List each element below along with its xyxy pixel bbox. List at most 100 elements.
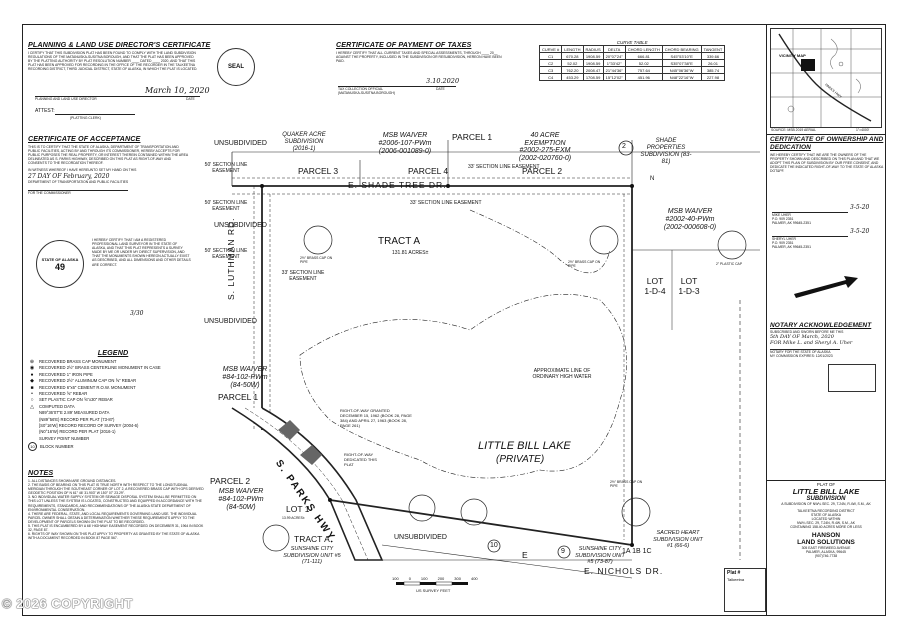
msb-waiver-4: MSB WAIVER #84-102-PWm (84-50W)	[200, 488, 282, 512]
firm-addr: 305 EAST FIREWEED AVENUE	[801, 545, 851, 550]
director-date-label: DATE	[186, 97, 195, 101]
acceptance-cert-title: CERTIFICATE OF ACCEPTANCE	[28, 134, 141, 143]
vicinity-source: SOURCE: MSB 2019 AERIAL	[771, 128, 817, 132]
legend-text: RECOVERED ⅝" REBAR	[39, 391, 88, 397]
direction-arrow-icon	[794, 276, 858, 298]
legend-row: [S0°16'W] RECORD RECORD OF SURVEY (2004-…	[28, 423, 208, 429]
surveyor-date: 3/30	[130, 310, 144, 317]
monument-detail	[621, 497, 651, 527]
monument-detail	[717, 230, 747, 260]
tax-borough: (MATANUSKA-SUSITNA BOROUGH)	[338, 91, 395, 95]
monument-detail	[303, 225, 333, 255]
msb-waiver-3-a: MSB WAIVER	[222, 366, 268, 373]
block-circle	[487, 539, 501, 553]
acceptance-witness: IN WITNESS WHEREOF I HAVE HEREUNTO SET M…	[28, 168, 137, 173]
director-sign-line	[35, 96, 200, 97]
plat-number-label: Plat #	[727, 570, 741, 576]
firm-name-1: HANSON	[811, 531, 841, 539]
title-contains: CONTAINING 158.40 ACRES MORE OR LESS	[790, 525, 862, 530]
legend-row: ⊕RECOVERED BRASS CAP MONUMENT	[28, 359, 208, 365]
legend-text: SET PLASTIC CAP ON ⅝"x30" REBAR	[39, 397, 113, 403]
brass-cap-note: 2½" BRASS CAP ON PIPE	[568, 260, 601, 269]
ordinary-high-water-line	[299, 294, 627, 479]
legend-symbol: ■	[30, 384, 34, 391]
title-sec: NW¼ SEC. 29, T.24N, R.4W, S.M., AK	[797, 521, 855, 526]
legend-row: {N0°16'W} RECORD PER PLAT (2016-1)	[28, 429, 208, 435]
firm-phone: (907)746-7738	[814, 553, 838, 558]
seal-stamp: SEAL	[217, 48, 255, 86]
brass-cap-note: 2½" BRASS CAP ON PIPE	[610, 480, 643, 489]
shade-block-number: 2	[622, 143, 626, 150]
acceptance-certificate: CERTIFICATE OF ACCEPTANCE THIS IS TO CER…	[28, 134, 238, 195]
ownership-certificate: CERTIFICATE OF OWNERSHIP AND DEDICATION …	[770, 136, 884, 173]
owner2-addr: P.O. 909 2351	[772, 241, 794, 245]
copyright-watermark: © 2026 COPYRIGHT	[2, 596, 134, 611]
owner1-addr: P.O. 909 2351	[772, 217, 794, 221]
scale-tick: 200	[437, 576, 445, 581]
legend-symbol: •	[31, 391, 33, 398]
legend-symbol: ●	[30, 371, 34, 378]
curve-cell: 227.98	[700, 73, 726, 81]
msb-waiver-3: MSB WAIVER #84-102-PWm (84-50W)	[204, 366, 286, 390]
section-easement-33-b: 33' SECTION LINE EASEMENT	[410, 200, 482, 206]
ordinary-high-water-line	[469, 209, 611, 274]
notary-expires: MY COMMISSION EXPIRES: 12/01/2023	[770, 354, 833, 359]
parcel-1-left: PARCEL 1	[218, 392, 259, 402]
section-easement-50-b: 50' SECTION LINE EASEMENT	[204, 200, 248, 212]
parks-hwy-centerline	[244, 407, 369, 561]
sacred-heart-label: SACRED HEART SUBDIVISION UNIT #1 (66-6)	[653, 530, 703, 549]
clerk-label: (PLATTING CLERK)	[70, 116, 101, 120]
title-sub: SUBDIVISION	[806, 496, 846, 502]
note-item: 5. THIS PLAT IS ENCUMBERED BY A 66' HIGH…	[28, 524, 204, 533]
unsubdivided-label: UNSUBDIVIDED	[204, 318, 257, 325]
legend-text: RECOVERED 6"x6" CEMENT R.O.W. MONUMENT	[39, 384, 136, 390]
attest-line	[55, 114, 135, 115]
parcel-3-label: PARCEL 3	[298, 166, 339, 176]
lot-1-label: LOT 1	[286, 504, 310, 514]
scale-bar	[396, 581, 468, 586]
scale-tick: 100	[420, 576, 428, 581]
acceptance-cert-body: THIS IS TO CERTIFY THAT THE STATE OF ALA…	[28, 145, 188, 166]
notes: NOTES 1. ALL DISTANCES SHOWN ARE GROUND …	[28, 468, 204, 540]
note-item: 4. THERE ARE FEDERAL, STATE, AND LOCAL R…	[28, 511, 197, 524]
tax-certificate: CERTIFICATE OF PAYMENT OF TAXES I HEREBY…	[336, 40, 506, 63]
msb-waiver-4-c: (84-50W)	[226, 504, 256, 511]
monument-point	[260, 184, 264, 188]
attest-label: ATTEST:	[35, 108, 55, 114]
tax-sign-line	[338, 86, 456, 87]
msb-waiver-1-a: MSB WAIVER	[382, 132, 428, 139]
north-arrow-area	[794, 276, 858, 298]
owner1-name: MIKE UHER	[772, 213, 791, 217]
scale-label: US SURVEY FEET	[416, 588, 451, 593]
legend-row: ◆RECOVERED 2½" ALUMINUM CAP ON ⅝" REBAR	[28, 378, 208, 384]
scale-tick: 400	[470, 576, 478, 581]
curve-cell: 15°12'02"	[602, 73, 626, 81]
firm-name-2: LAND SOLUTIONS	[797, 538, 855, 546]
vicinity-map-label: VICINITY MAP	[779, 53, 806, 58]
monument-point	[328, 498, 332, 502]
state-seal-star: 49	[54, 261, 65, 272]
owner2-city: PALMER, AK 99645-2351	[772, 245, 811, 249]
curve-cell: N48°22'16"W	[661, 73, 702, 81]
quaker-acre-label: QUAKER ACRE SUBDIVISION (2016-1)	[282, 132, 326, 152]
lake-private: (PRIVATE)	[496, 454, 545, 465]
legend-row: △COMPUTED DATA	[28, 404, 208, 410]
tax-collector: TAX COLLECTION OFFICIAL	[338, 87, 384, 91]
msb-waiver-1-c: (2006-001089-0)	[378, 148, 432, 155]
parcel-2-top: PARCEL 2	[522, 166, 563, 176]
north-indicator: N	[650, 176, 655, 182]
legend-text: RECOVERED 2½" ALUMINUM CAP ON ⅝" REBAR	[39, 378, 137, 384]
block-circle	[557, 545, 571, 559]
shade-tree-dr-label: E. SHADE TREE DR.	[348, 180, 447, 190]
legend-text: BLOCK NUMBER	[40, 443, 74, 449]
notary-title: NOTARY ACKNOWLEDGEMENT	[770, 322, 872, 329]
hatched-row-area	[278, 420, 322, 465]
title-block: PLAT OF LITTLE BILL LAKE SUBDIVISION A S…	[768, 482, 884, 558]
ownership-title: CERTIFICATE OF OWNERSHIP AND DEDICATION	[770, 136, 884, 151]
plastic-cap-note: 2" PLASTIC CAP	[716, 262, 743, 266]
curve-table-title: CURVE TABLE	[616, 40, 648, 45]
owner2-name: SHERYL UHER	[772, 237, 796, 241]
legend-symbol: △	[30, 403, 34, 410]
lake-name: LITTLE BILL LAKE	[478, 440, 571, 452]
